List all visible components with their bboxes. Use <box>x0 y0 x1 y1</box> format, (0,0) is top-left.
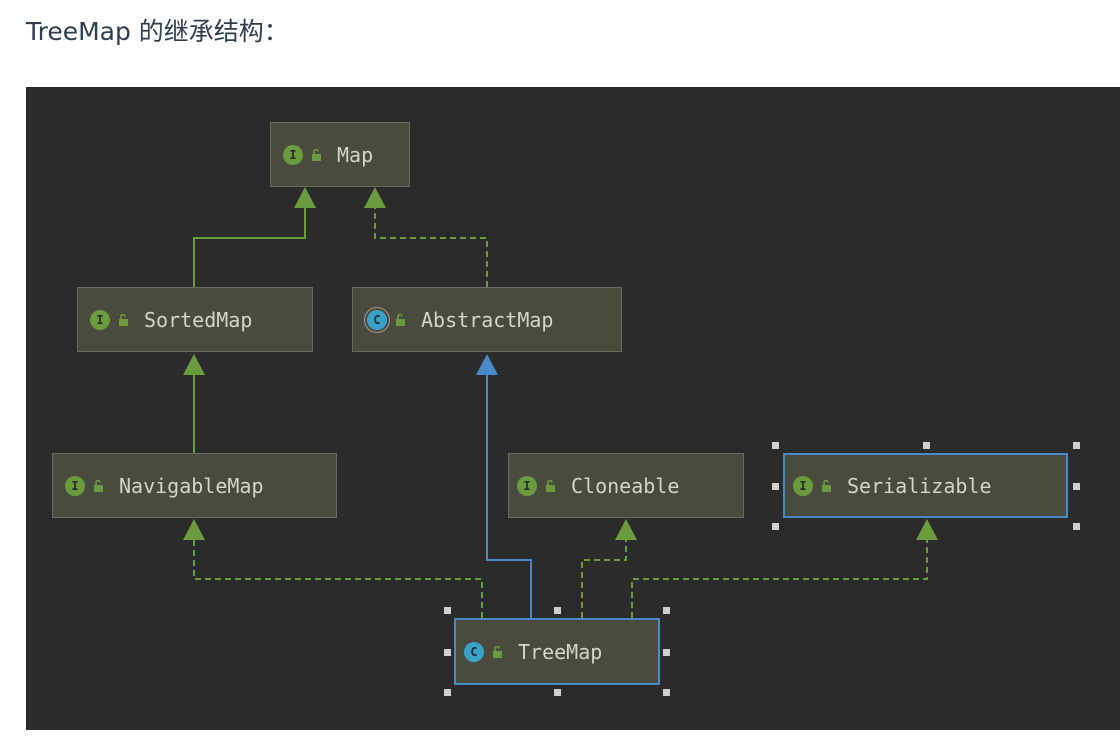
resize-handle[interactable] <box>772 523 779 530</box>
edge-treemap-cloneable <box>581 540 627 618</box>
node-serializable[interactable]: I Serializable <box>783 453 1068 518</box>
interface-icon: I <box>793 475 813 496</box>
node-abstractmap[interactable]: C AbstractMap <box>352 287 622 352</box>
arrowhead-abstractmap <box>476 354 498 375</box>
node-label: SortedMap <box>144 307 253 332</box>
interface-icon: I <box>90 309 110 330</box>
resize-handle[interactable] <box>1073 442 1080 449</box>
node-label: Serializable <box>847 473 992 498</box>
uml-diagram-canvas[interactable]: I Map I SortedMap C AbstractMap I Naviga… <box>26 87 1120 730</box>
resize-handle[interactable] <box>663 607 670 614</box>
unlocked-icon <box>822 479 831 492</box>
edge-treemap-abstractmap <box>486 375 532 618</box>
page-heading: TreeMap 的继承结构： <box>26 17 289 46</box>
unlocked-icon <box>493 645 502 658</box>
arrowhead-map-left <box>294 187 316 208</box>
node-treemap[interactable]: C TreeMap <box>454 618 660 685</box>
resize-handle[interactable] <box>1073 523 1080 530</box>
arrowhead-serializable <box>916 519 938 540</box>
node-label: Map <box>337 142 374 167</box>
class-icon: C <box>464 641 484 662</box>
resize-handle[interactable] <box>1073 483 1080 490</box>
node-label: NavigableMap <box>119 473 264 498</box>
resize-handle[interactable] <box>923 442 930 449</box>
unlocked-icon <box>94 479 103 492</box>
resize-handle[interactable] <box>554 607 561 614</box>
edge-layer <box>183 187 938 618</box>
edge-treemap-serializable <box>631 540 928 618</box>
resize-handle[interactable] <box>444 607 451 614</box>
resize-handle[interactable] <box>663 649 670 656</box>
node-label: AbstractMap <box>421 307 554 332</box>
node-label: Cloneable <box>571 473 680 498</box>
edge-treemap-navigablemap <box>193 540 483 618</box>
node-sortedmap[interactable]: I SortedMap <box>77 287 313 352</box>
resize-handle[interactable] <box>663 689 670 696</box>
arrowhead-navigablemap <box>183 519 205 540</box>
edge-abstractmap-map <box>374 208 488 287</box>
node-cloneable[interactable]: I Cloneable <box>508 453 744 518</box>
resize-handle[interactable] <box>772 483 779 490</box>
unlocked-icon <box>119 313 128 326</box>
resize-handle[interactable] <box>772 442 779 449</box>
arrowhead-map-right <box>364 187 386 208</box>
arrowhead-cloneable <box>615 519 637 540</box>
unlocked-icon <box>546 479 555 492</box>
resize-handle[interactable] <box>444 649 451 656</box>
interface-icon: I <box>65 475 85 496</box>
node-label: TreeMap <box>518 639 603 664</box>
arrowhead-sortedmap <box>183 354 205 375</box>
resize-handle[interactable] <box>444 689 451 696</box>
unlocked-icon <box>396 313 405 326</box>
abstract-class-icon: C <box>367 309 387 330</box>
edge-sortedmap-map <box>193 208 306 287</box>
unlocked-icon <box>312 148 321 161</box>
interface-icon: I <box>517 475 537 496</box>
resize-handle[interactable] <box>554 689 561 696</box>
interface-icon: I <box>283 144 303 165</box>
node-navigablemap[interactable]: I NavigableMap <box>52 453 337 518</box>
node-map[interactable]: I Map <box>270 122 410 187</box>
